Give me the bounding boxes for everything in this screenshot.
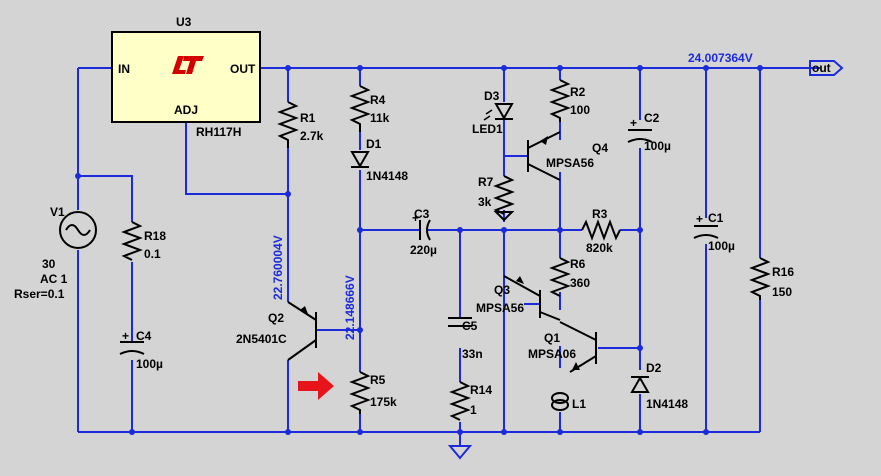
d1-value: 1N4148: [366, 169, 408, 183]
v1-ref: V1: [50, 205, 65, 219]
q3-value: MPSA56: [476, 301, 524, 315]
c5-value: 33n: [462, 347, 483, 361]
q2-node-voltage: 22.760004V: [271, 235, 285, 300]
diode-d1[interactable]: D1 1N4148: [350, 137, 408, 183]
out-port-label: out: [812, 61, 831, 75]
c1-value: 100µ: [708, 239, 735, 253]
capacitor-c5[interactable]: C5 33n: [448, 317, 483, 361]
led-d3[interactable]: D3 LED1: [472, 89, 514, 136]
resistor-r2[interactable]: R2 100: [549, 79, 590, 122]
capacitor-c3[interactable]: + C3 220µ: [410, 207, 437, 257]
r4-value: 11k: [370, 111, 390, 125]
red-pointer-arrow-icon: [298, 372, 334, 400]
c2-ref: C2: [644, 111, 660, 125]
capacitor-c4[interactable]: + C4 100µ: [119, 329, 163, 371]
d3-ref: D3: [484, 89, 500, 103]
junction-dots: [75, 65, 763, 435]
r18-ref: R18: [144, 229, 166, 243]
r14-ref: R14: [470, 383, 492, 397]
transistor-q3[interactable]: Q3 MPSA56: [476, 275, 561, 321]
q1-ref: Q1: [544, 331, 560, 345]
d2-ref: D2: [646, 361, 662, 375]
svg-text:+: +: [122, 329, 129, 343]
q2-value: 2N5401C: [236, 332, 287, 346]
c2-value: 100µ: [644, 139, 671, 153]
r16-ref: R16: [772, 265, 794, 279]
d2-value: 1N4148: [646, 397, 688, 411]
r7-value: 3k: [478, 195, 492, 209]
r2-ref: R2: [570, 85, 586, 99]
resistor-r5[interactable]: R5 175k: [349, 371, 397, 414]
resistor-r4[interactable]: R4 11k: [349, 85, 390, 132]
transistor-q2[interactable]: Q2 2N5401C: [236, 301, 317, 361]
u3-part: RH117H: [196, 125, 241, 139]
r6-ref: R6: [570, 257, 586, 271]
q3-ref: Q3: [494, 283, 510, 297]
c5-ref: C5: [462, 319, 478, 333]
r3-value: 820k: [586, 241, 613, 255]
resistor-r6[interactable]: R6 360: [549, 257, 590, 297]
resistor-r7[interactable]: R7 3k: [478, 175, 515, 222]
ground-symbol-icon: [447, 445, 473, 460]
r6-value: 360: [570, 276, 590, 290]
d1-ref: D1: [366, 137, 382, 151]
r5-value: 175k: [370, 395, 397, 409]
r5-node-voltage: 22.148666V: [343, 275, 357, 340]
c3-ref: C3: [414, 207, 430, 221]
r4-ref: R4: [370, 93, 386, 107]
resistor-r16[interactable]: R16 150: [749, 257, 794, 300]
c4-value: 100µ: [136, 357, 163, 371]
v1-line2: AC 1: [40, 272, 68, 286]
r7-ref: R7: [478, 175, 494, 189]
svg-text:+: +: [630, 116, 637, 130]
diode-d2[interactable]: D2 1N4148: [630, 361, 688, 411]
r3-ref: R3: [592, 207, 608, 221]
capacitor-c2[interactable]: + C2 100µ: [627, 111, 671, 153]
resistor-r14[interactable]: R14 1: [449, 381, 492, 421]
u3-out-pin: OUT: [230, 62, 256, 76]
out-rail-voltage: 24.007364V: [688, 51, 753, 65]
r18-value: 0.1: [144, 247, 161, 261]
wires: [77, 67, 820, 446]
d3-value: LED1: [472, 122, 503, 136]
c3-value: 220µ: [410, 243, 437, 257]
regulator-u3[interactable]: U3 IN OUT ADJ RH117H: [111, 15, 261, 139]
resistor-r18[interactable]: R18 0.1: [121, 221, 166, 261]
q4-value: MPSA56: [546, 156, 594, 170]
transistor-q4[interactable]: Q4 MPSA56: [527, 131, 608, 181]
r1-ref: R1: [300, 111, 316, 125]
r5-ref: R5: [370, 373, 386, 387]
svg-text:+: +: [696, 212, 703, 226]
transistor-q1[interactable]: Q1 MPSA06: [528, 321, 597, 373]
q2-ref: Q2: [268, 311, 284, 325]
r1-value: 2.7k: [300, 129, 324, 143]
source-v1[interactable]: V1 30 AC 1 Rser=0.1: [14, 205, 97, 301]
v1-line3: Rser=0.1: [14, 287, 65, 301]
r2-value: 100: [570, 103, 590, 117]
svg-text:+: +: [412, 211, 419, 225]
u3-in-pin: IN: [118, 62, 130, 76]
resistor-r3[interactable]: R3 820k: [581, 207, 621, 255]
r16-value: 150: [772, 285, 792, 299]
capacitor-c1[interactable]: + C1 100µ: [693, 211, 735, 253]
inductor-l1[interactable]: L1: [551, 392, 586, 411]
resistor-r1[interactable]: R1 2.7k: [277, 101, 324, 148]
r14-value: 1: [470, 403, 477, 417]
u3-ref: U3: [176, 15, 192, 29]
q4-ref: Q4: [592, 141, 608, 155]
v1-line1: 30: [42, 257, 56, 271]
lt-logo-icon: [172, 56, 204, 74]
l1-ref: L1: [572, 397, 586, 411]
out-port-flag[interactable]: out: [809, 60, 844, 76]
u3-adj-pin: ADJ: [174, 103, 198, 117]
q1-value: MPSA06: [528, 347, 576, 361]
c4-ref: C4: [136, 329, 152, 343]
c1-ref: C1: [708, 211, 724, 225]
